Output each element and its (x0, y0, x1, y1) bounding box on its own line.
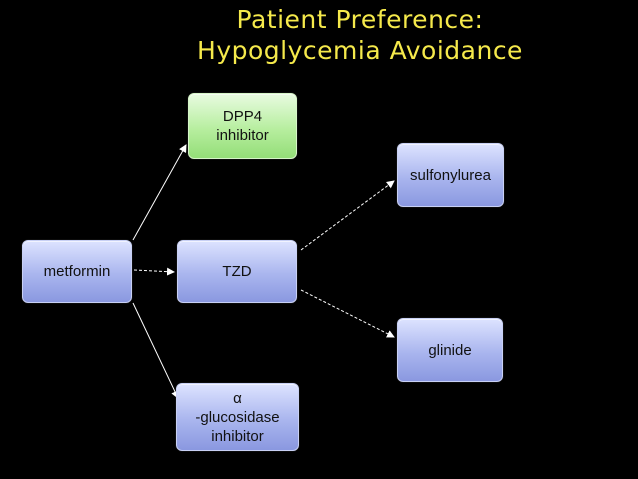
node-metformin: metformin (22, 240, 132, 303)
node-alpha-glucosidase-inhibitor-label: α -glucosidase inhibitor (195, 389, 280, 445)
title-line-2: Hypoglycemia Avoidance (197, 36, 523, 65)
arrow-tzd-to-sulfonylurea (300, 180, 395, 251)
node-metformin-label: metformin (43, 263, 111, 280)
node-sulfonylurea: sulfonylurea (397, 143, 504, 207)
node-sulfonylurea-label: sulfonylurea (410, 166, 491, 184)
node-alpha-glucosidase-inhibitor: α -glucosidase inhibitor (176, 383, 299, 451)
arrow-metformin-to-alpha (132, 302, 179, 399)
slide-title: Patient Preference: Hypoglycemia Avoidan… (140, 4, 580, 66)
arrow-tzd-to-glinide (300, 289, 395, 338)
node-dpp4-inhibitor-label: DPP4 inhibitor (216, 108, 269, 144)
node-glinide: glinide (397, 318, 503, 382)
node-tzd-label: TZD (222, 263, 252, 280)
arrow-metformin-to-dpp4 (132, 144, 187, 241)
arrow-metformin-to-tzd (133, 267, 175, 276)
node-glinide-label: glinide (428, 341, 472, 359)
node-dpp4-inhibitor: DPP4 inhibitor (188, 93, 297, 159)
node-tzd: TZD (177, 240, 297, 303)
title-line-1: Patient Preference: (236, 5, 484, 34)
